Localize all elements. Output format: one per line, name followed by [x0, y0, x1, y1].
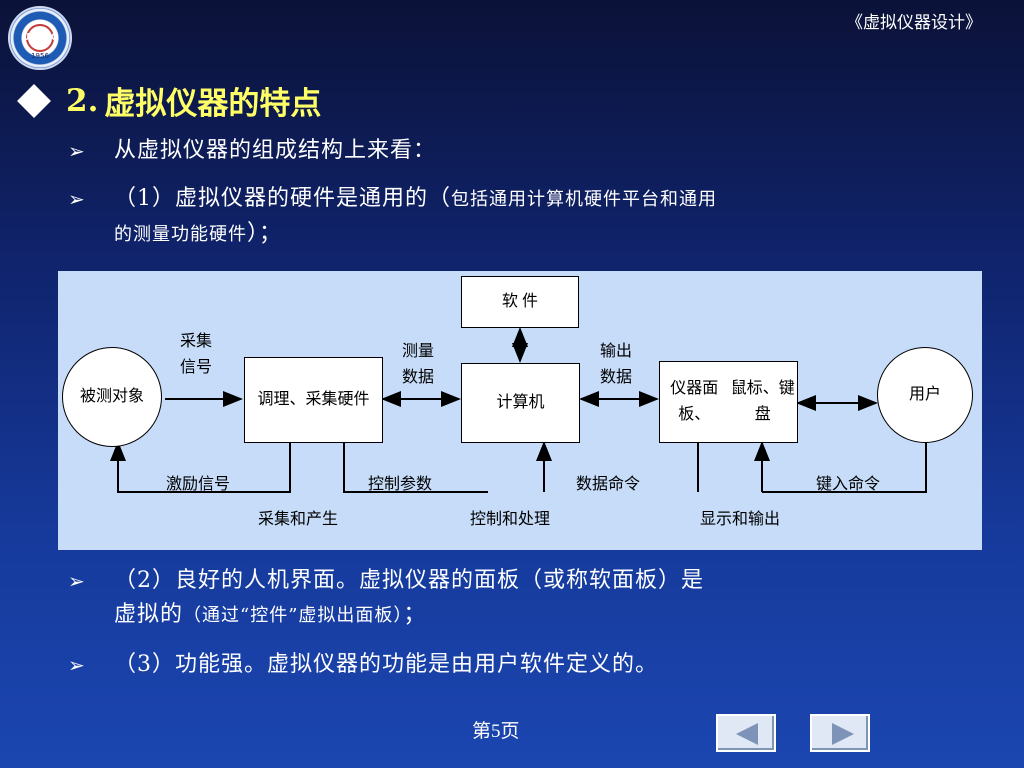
measure-data-label: 测量数据: [402, 339, 434, 391]
bullet-text: 从虚拟仪器的组成结构上来看：: [114, 138, 437, 163]
measured-object-circle: 被测对象: [62, 347, 162, 447]
bullet-end-text: ；: [403, 602, 427, 627]
diagram-connectors: [110, 327, 927, 493]
slide-heading: 2. 虚拟仪器的特点: [14, 78, 321, 123]
heading-number: 2.: [66, 82, 99, 119]
display-output-label: 显示和输出: [700, 511, 781, 528]
control-process-label: 控制和处理: [470, 511, 551, 528]
bullet-small-text: 的测量功能硬件: [114, 224, 247, 245]
bullet-small-text: 包括通用计算机硬件平台和通用: [451, 189, 717, 210]
course-title: 《虚拟仪器设计》: [846, 13, 982, 33]
bullet-main-text: （1）虚拟仪器的硬件是通用的（: [114, 186, 451, 211]
data-command-label: 数据命令: [576, 476, 641, 493]
measure-label-line2: 数据: [402, 369, 435, 386]
measure-label-line1: 测量: [402, 343, 435, 360]
logo-year: 1956: [31, 52, 49, 60]
key-command-label: 键入命令: [816, 476, 881, 493]
signal-label-line2: 信号: [180, 359, 213, 376]
instrument-panel-box: 仪器面板、鼠标、键盘: [659, 361, 798, 443]
logo-ring: [26, 24, 54, 52]
signal-label-line1: 采集: [180, 333, 213, 350]
software-box: 软 件: [461, 276, 579, 328]
output-data-label: 输出数据: [600, 339, 632, 391]
next-slide-button[interactable]: [810, 714, 870, 752]
arrow-bullet-icon: ➢: [68, 187, 85, 211]
hardware-label-line2: 硬件: [337, 391, 370, 408]
bullet-small-text: （通过“控件”虚拟出面板）: [183, 605, 404, 626]
object-label-line2: 对象: [112, 388, 145, 405]
bullet-text: （2）良好的人机界面。虚拟仪器的面板（或称软面板）是虚拟的（通过“控件”虚拟出面…: [114, 564, 994, 633]
arrow-bullet-icon: ➢: [68, 139, 85, 163]
output-label-line1: 输出: [600, 343, 633, 360]
bullet-end-text: ）；: [247, 221, 283, 246]
bullet-item: ➢ （1）虚拟仪器的硬件是通用的（包括通用计算机硬件平台和通用的测量功能硬件）；: [68, 182, 716, 246]
arrow-bullet-icon: ➢: [68, 653, 85, 677]
object-label-line1: 被测: [79, 388, 112, 405]
left-arrow-icon: [736, 723, 758, 745]
acquire-signal-label: 采集信号: [180, 329, 212, 381]
right-arrow-icon: [832, 723, 854, 745]
hardware-label-line1: 调理、采集: [257, 391, 338, 408]
bullet-main-text: （2）良好的人机界面。虚拟仪器的面板（或称软面板）是: [114, 568, 704, 593]
acquire-generate-label: 采集和产生: [258, 511, 339, 528]
heading-title: 虚拟仪器的特点: [104, 86, 322, 122]
control-params-label: 控制参数: [368, 476, 433, 493]
virtual-instrument-diagram: 软 件 被测对象 调理、采集硬件 计算机 仪器面板、鼠标、键盘 用户 采集信号 …: [58, 271, 982, 550]
bullet-item: ➢ 从虚拟仪器的组成结构上来看：: [68, 134, 435, 169]
panel-label-line2: 鼠标、键盘: [730, 380, 795, 423]
diamond-bullet-icon: [17, 83, 51, 118]
page-number: 第5页: [472, 721, 520, 742]
previous-slide-button[interactable]: [716, 714, 776, 752]
excitation-signal-label: 激励信号: [166, 476, 231, 493]
university-logo: UESTC 1956: [8, 6, 72, 70]
bullet-text: （1）虚拟仪器的硬件是通用的（包括通用计算机硬件平台和通用的测量功能硬件）；: [114, 182, 994, 252]
computer-box: 计算机: [461, 363, 580, 443]
user-circle: 用户: [877, 347, 973, 443]
bullet-item: ➢ （3）功能强。虚拟仪器的功能是由用户软件定义的。: [68, 648, 657, 683]
bullet-text: （3）功能强。虚拟仪器的功能是由用户软件定义的。: [114, 652, 658, 677]
bullet-main-text: 虚拟的: [114, 602, 184, 627]
logo-text: UESTC: [21, 32, 59, 43]
output-label-line2: 数据: [600, 369, 633, 386]
panel-label-line1: 仪器面板、: [670, 380, 719, 423]
signal-conditioning-box: 调理、采集硬件: [244, 357, 383, 443]
bullet-item: ➢ （2）良好的人机界面。虚拟仪器的面板（或称软面板）是虚拟的（通过“控件”虚拟…: [68, 564, 703, 627]
arrow-bullet-icon: ➢: [68, 569, 85, 593]
